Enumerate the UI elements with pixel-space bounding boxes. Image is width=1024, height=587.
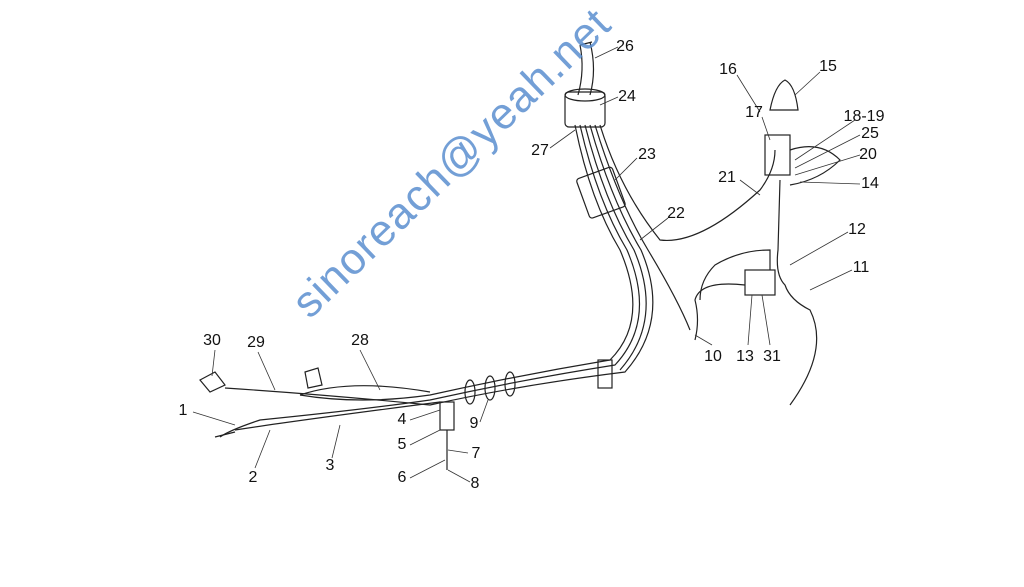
- callout-5: 5: [397, 436, 407, 453]
- callout-22: 22: [667, 205, 685, 222]
- callout-6: 6: [397, 469, 407, 486]
- leader-lines: [192, 46, 861, 483]
- callout-25: 25: [861, 125, 879, 142]
- callout-14: 14: [861, 175, 879, 192]
- callout-30: 30: [203, 332, 221, 349]
- callout-20: 20: [859, 146, 877, 163]
- callout-16: 16: [719, 61, 737, 78]
- callout-15: 15: [819, 58, 837, 75]
- callout-2: 2: [248, 469, 258, 486]
- callout-12: 12: [848, 221, 866, 238]
- callout-21: 21: [718, 169, 736, 186]
- callout-29: 29: [247, 334, 265, 351]
- callout-28: 28: [351, 332, 369, 349]
- joystick-base: [564, 91, 606, 128]
- callout-9: 9: [469, 415, 479, 432]
- callout-24: 24: [618, 88, 636, 105]
- callout-23: 23: [638, 146, 656, 163]
- callout-1: 1: [178, 402, 188, 419]
- callout-3: 3: [325, 457, 335, 474]
- callout-10: 10: [704, 348, 722, 365]
- callout-27: 27: [531, 142, 549, 159]
- callout-18-19: 18-19: [843, 108, 885, 125]
- valve-cap: [769, 79, 799, 111]
- switch-body: [439, 401, 455, 431]
- callout-8: 8: [470, 475, 480, 492]
- joystick-handle: [577, 41, 595, 96]
- callout-17: 17: [745, 104, 763, 121]
- callout-31: 31: [763, 348, 781, 365]
- callout-7: 7: [471, 445, 481, 462]
- valve-block: [744, 269, 776, 296]
- callout-13: 13: [736, 348, 754, 365]
- callout-26: 26: [616, 38, 634, 55]
- filter-body: [764, 134, 791, 176]
- callout-4: 4: [397, 411, 407, 428]
- callout-11: 11: [852, 259, 870, 276]
- harness-sleeve: [576, 166, 626, 219]
